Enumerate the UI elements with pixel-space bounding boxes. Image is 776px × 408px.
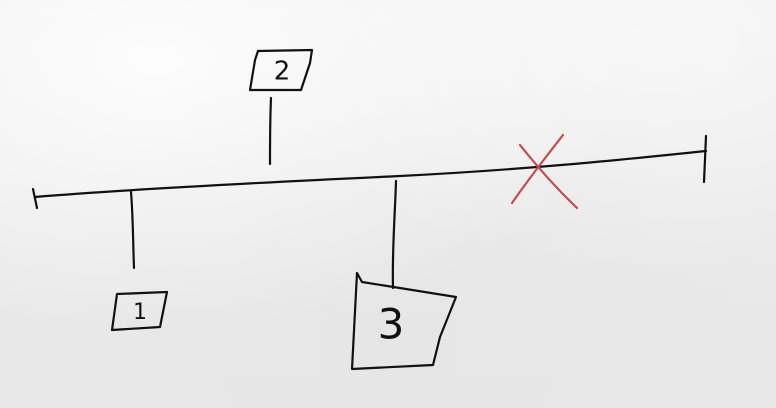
node-1-label: 1 (133, 300, 147, 325)
node-2-label: 2 (274, 57, 291, 87)
node-3-label: 3 (378, 300, 405, 349)
node-3-box (350, 271, 458, 371)
node-1-box (110, 290, 169, 332)
node-3: 3 (350, 179, 458, 371)
node-2-box (248, 48, 314, 92)
node-1: 1 (110, 190, 169, 332)
node-2-connector (268, 96, 273, 166)
node-1-connector (129, 190, 136, 270)
timeline-left-endcap (31, 187, 39, 210)
node-2: 2 (248, 48, 314, 166)
red-x-mark (510, 133, 579, 210)
node-3-connector (391, 179, 398, 290)
timeline-right-endcap (702, 134, 708, 184)
timeline-line (33, 149, 708, 199)
